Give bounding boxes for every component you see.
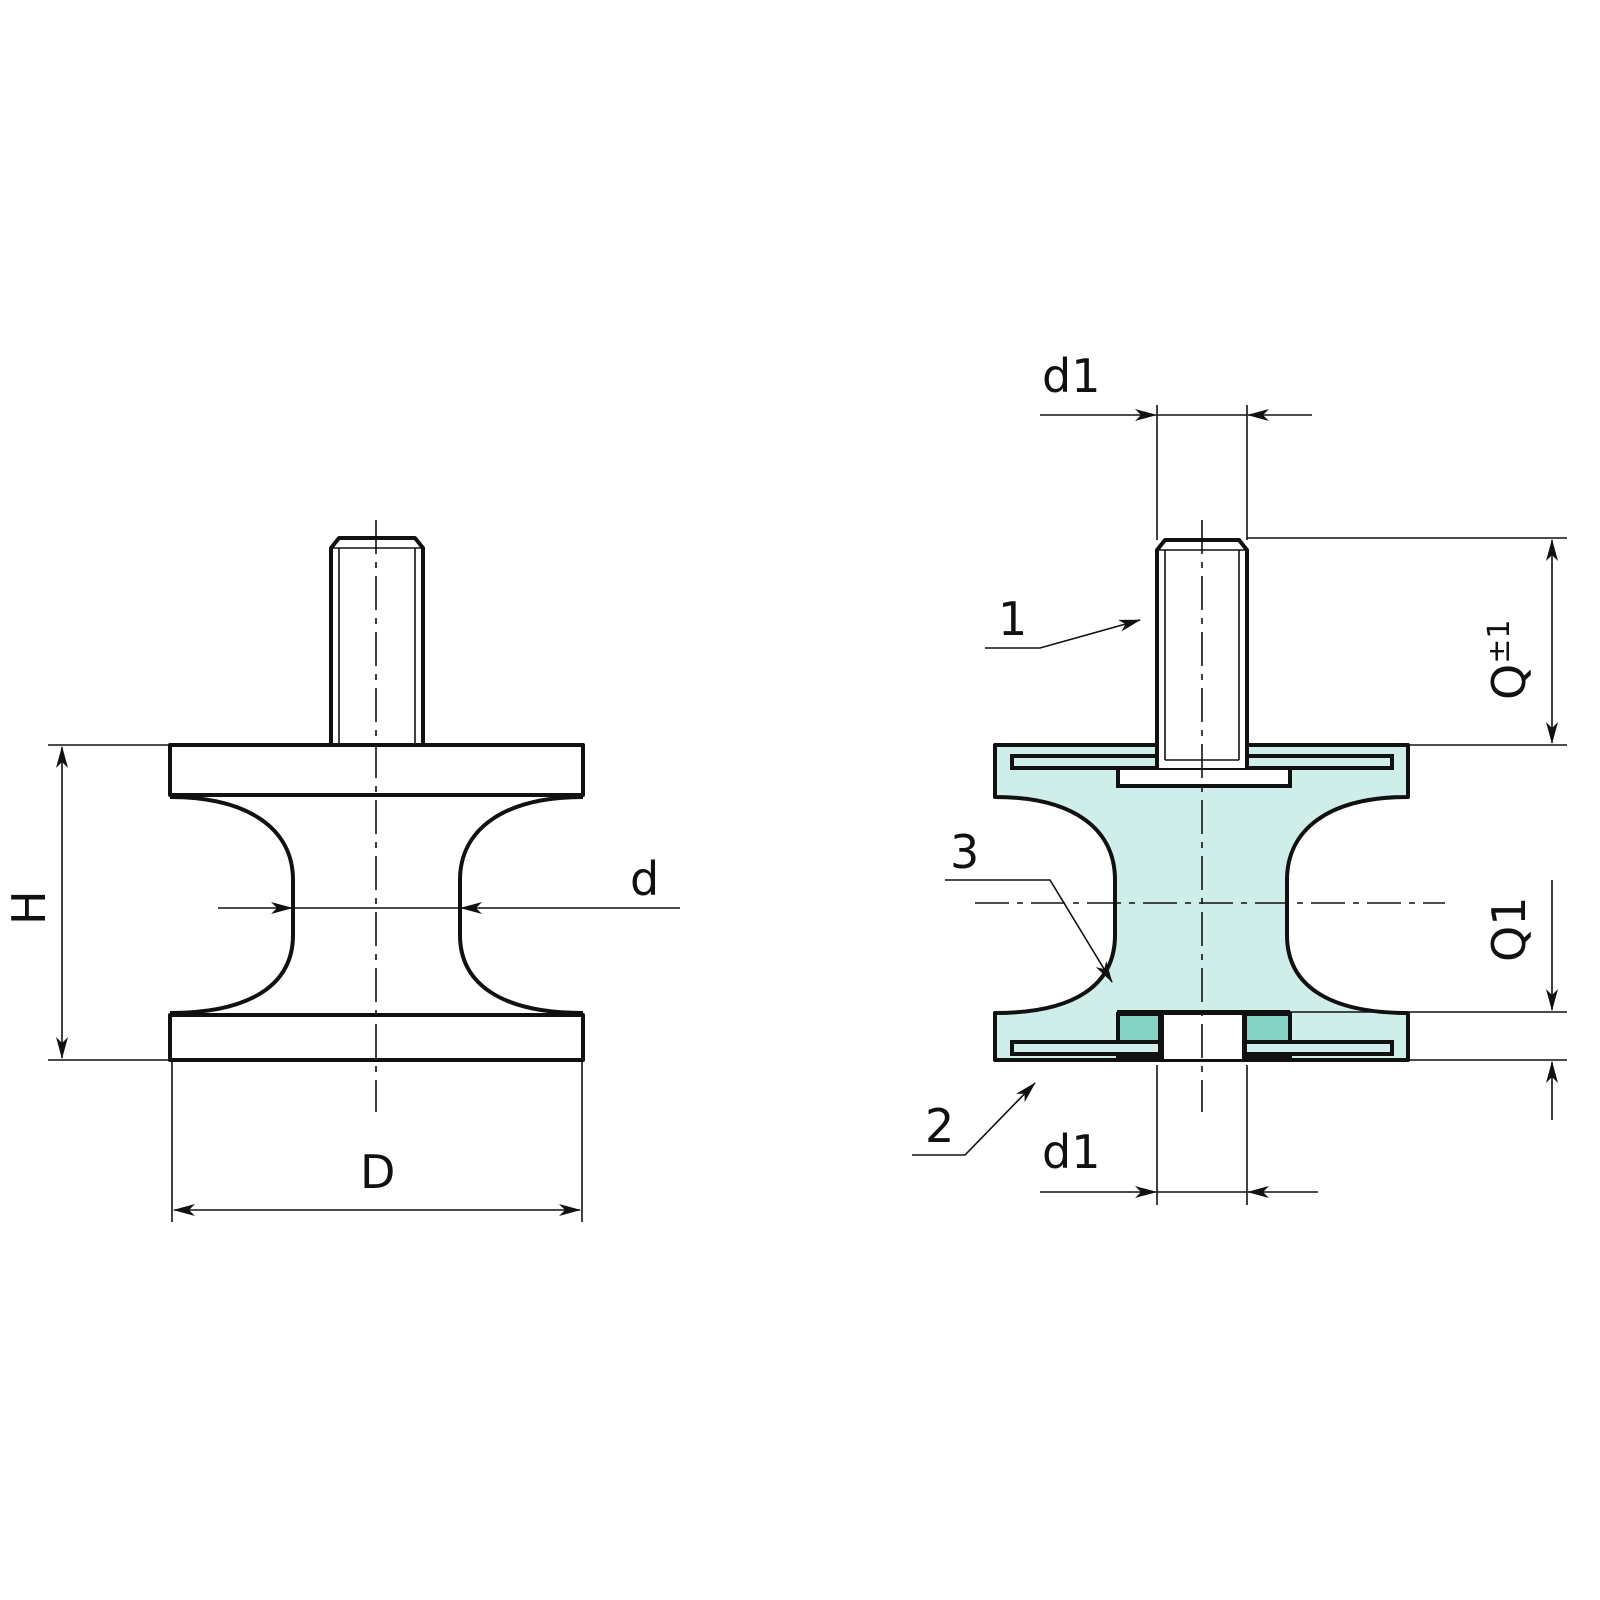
dim-d-label: d (630, 852, 659, 906)
dim-D-label: D (360, 1145, 395, 1199)
waist-left (169, 795, 295, 1015)
section-view: d1 d1 Q±1 Q1 1 3 2 (912, 349, 1567, 1205)
dim-H-label: H (2, 890, 56, 925)
top-plate-right (1243, 754, 1394, 770)
bottom-plate-right (1243, 1040, 1394, 1056)
top-plate-left (1010, 754, 1162, 770)
stud-bore-top (1116, 766, 1292, 788)
dim-d1-top-label: d1 (1042, 349, 1100, 403)
dim-Q-label: Q±1 (1482, 620, 1536, 700)
dim-Q1-label: Q1 (1482, 897, 1536, 962)
part-3-label: 3 (950, 825, 979, 879)
stud (329, 536, 425, 745)
exterior-view: d H D (2, 520, 680, 1222)
bottom-bore (1162, 1013, 1244, 1061)
waist-right (458, 795, 584, 1015)
part-1-label: 1 (998, 592, 1027, 646)
dim-d1-bottom-label: d1 (1042, 1125, 1100, 1179)
bottom-plate-left (1010, 1040, 1162, 1056)
part-2-label: 2 (925, 1099, 954, 1153)
